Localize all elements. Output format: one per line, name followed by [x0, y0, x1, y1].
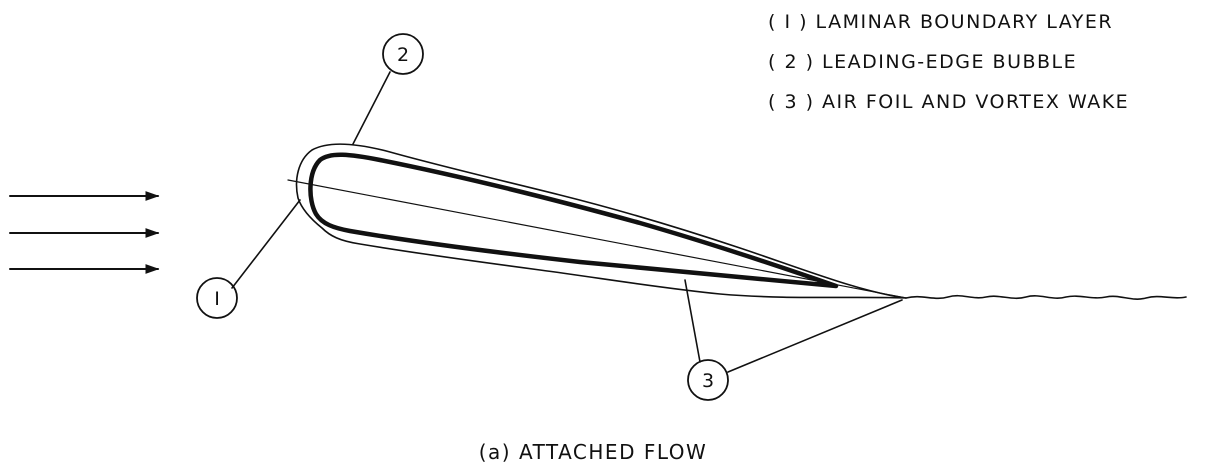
callout-3-label: 3 — [702, 370, 714, 392]
callout-3: 3 — [684, 279, 903, 401]
freestream-arrows — [9, 191, 160, 274]
legend-item-3: ( 3 ) AIR FOIL AND VORTEX WAKE — [768, 91, 1129, 113]
figure-caption: (a) ATTACHED FLOW — [479, 440, 708, 464]
callout-2-circle — [382, 33, 424, 75]
callout-1-leader — [231, 199, 301, 289]
legend-item-1: ( I ) LAMINAR BOUNDARY LAYER — [768, 11, 1113, 33]
callout-1-circle — [196, 277, 238, 319]
callout-3-circle — [687, 359, 729, 401]
callout-2: 2 — [352, 33, 424, 145]
vortex-wake — [905, 294, 1187, 300]
boundary-layer-envelope — [295, 143, 907, 299]
callout-2-leader — [352, 71, 391, 145]
callout-1: I — [196, 199, 301, 319]
legend-item-2: ( 2 ) LEADING-EDGE BUBBLE — [768, 51, 1077, 73]
airfoil — [308, 152, 839, 289]
callout-3-leader-wake — [727, 299, 903, 373]
chord-line — [287, 179, 907, 299]
callout-1-label: I — [214, 288, 220, 310]
callout-3-leader-airfoil — [684, 279, 701, 363]
callout-2-label: 2 — [397, 44, 409, 66]
